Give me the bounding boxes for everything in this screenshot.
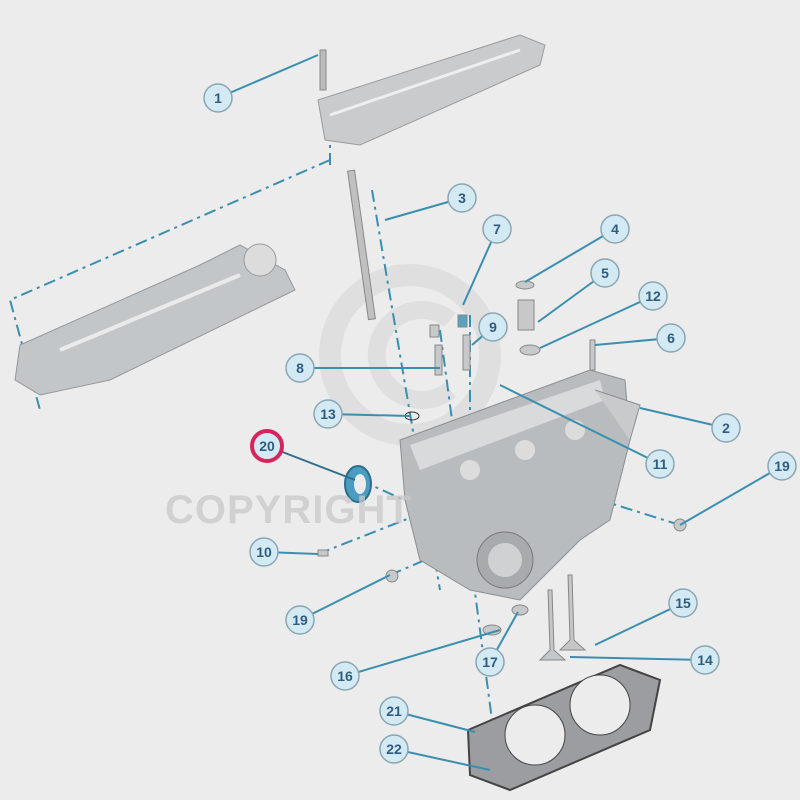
callout-21[interactable]: 21 (379, 696, 409, 726)
callout-circle (250, 429, 284, 463)
callout-label: 4 (611, 221, 619, 237)
callout-14[interactable]: 14 (690, 645, 720, 675)
callout-circle (668, 588, 698, 618)
callout-circle (656, 323, 686, 353)
callout-circle (482, 214, 512, 244)
callout-5[interactable]: 5 (590, 258, 620, 288)
callout-label: 8 (296, 360, 304, 376)
callout-label: 15 (675, 595, 691, 611)
callout-circle (313, 399, 343, 429)
callout-label: 9 (489, 319, 497, 335)
head-gasket (466, 663, 662, 792)
callout-19[interactable]: 19 (767, 451, 797, 481)
callout-circle (600, 214, 630, 244)
callout-label: 22 (386, 741, 402, 757)
valve-cover-left (14, 243, 296, 396)
callout-circle (379, 696, 409, 726)
leader-line-22 (393, 748, 491, 771)
callout-circle (478, 312, 508, 342)
callout-label: 12 (645, 288, 661, 304)
callout-label: 20 (259, 438, 275, 454)
callout-1[interactable]: 1 (203, 83, 233, 113)
callout-22[interactable]: 22 (379, 734, 409, 764)
callout-13[interactable]: 13 (313, 399, 343, 429)
callout-8[interactable]: 8 (285, 353, 315, 383)
callout-circle (330, 661, 360, 691)
leader-line-14 (569, 656, 706, 661)
callout-circle (285, 605, 315, 635)
callout-2[interactable]: 2 (711, 413, 741, 443)
callout-7[interactable]: 7 (482, 214, 512, 244)
leader-line-15 (594, 602, 684, 646)
callout-circle (767, 451, 797, 481)
callout-circle (645, 449, 675, 479)
leader-line-16 (344, 629, 501, 677)
bolt-1 (319, 49, 327, 91)
callout-10[interactable]: 10 (249, 537, 279, 567)
copyright-watermark-icon (319, 264, 501, 446)
callout-label: 6 (667, 330, 675, 346)
callout-label: 2 (722, 420, 730, 436)
callout-circle (475, 647, 505, 677)
valves (538, 574, 587, 661)
callout-label: 19 (774, 458, 790, 474)
leader-line-12 (539, 295, 654, 349)
leader-line-11 (499, 384, 661, 465)
callout-11[interactable]: 11 (645, 449, 675, 479)
callout-label: 7 (493, 221, 501, 237)
callout-label: 19 (292, 612, 308, 628)
callout-label: 14 (697, 652, 713, 668)
callout-circle (690, 645, 720, 675)
head-bolt (347, 169, 376, 321)
callout-4[interactable]: 4 (600, 214, 630, 244)
callout-circle (379, 734, 409, 764)
callout-label: 1 (214, 90, 222, 106)
callout-circle (638, 281, 668, 311)
callout-label: 16 (337, 668, 353, 684)
callout-label: 11 (653, 456, 668, 472)
leader-line-19 (679, 465, 783, 526)
callout-circle (249, 537, 279, 567)
callout-label: 13 (320, 406, 336, 422)
callout-12[interactable]: 12 (638, 281, 668, 311)
callout-label: 3 (458, 190, 466, 206)
copyright-watermark: COPYRIGHT (165, 488, 412, 532)
callout-19[interactable]: 19 (285, 605, 315, 635)
callout-17[interactable]: 17 (475, 647, 505, 677)
callout-16[interactable]: 16 (330, 661, 360, 691)
callout-circle (285, 353, 315, 383)
callout-9[interactable]: 9 (478, 312, 508, 342)
leader-line-1 (217, 54, 319, 99)
callout-label: 17 (482, 654, 498, 670)
seal-ring (344, 465, 372, 503)
leader-line-4 (524, 228, 616, 283)
callout-circle (711, 413, 741, 443)
callout-20[interactable]: 20 (250, 429, 284, 463)
callout-label: 21 (386, 703, 402, 719)
callout-3[interactable]: 3 (447, 183, 477, 213)
callout-15[interactable]: 15 (668, 588, 698, 618)
leader-line-19 (299, 574, 391, 621)
callout-label: 5 (601, 265, 609, 281)
callout-circle (203, 83, 233, 113)
valve-cover-top (317, 34, 546, 146)
callout-circle (590, 258, 620, 288)
callout-label: 10 (256, 544, 272, 560)
callout-6[interactable]: 6 (656, 323, 686, 353)
callout-circle (447, 183, 477, 213)
